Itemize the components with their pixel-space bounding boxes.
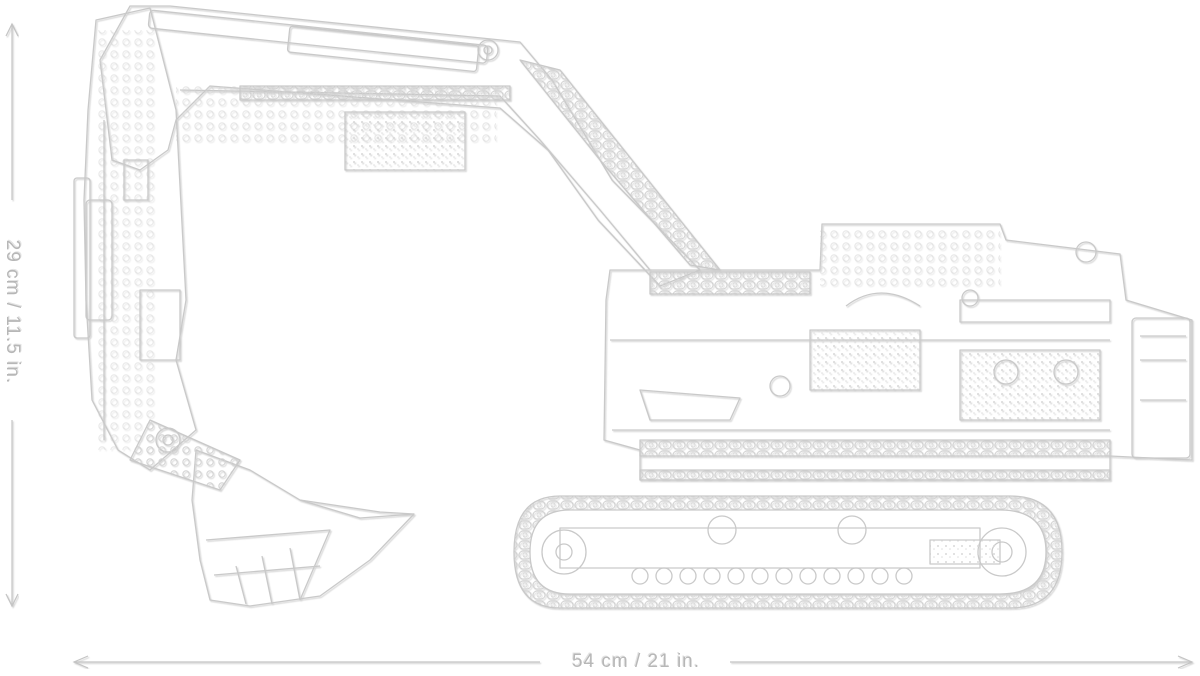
stick-arm [73, 7, 197, 471]
height-dimension-label: 29 cm / 11.5 in. [2, 239, 23, 385]
height-dimension-arrow [5, 22, 19, 608]
width-dimension-arrow [72, 655, 1194, 669]
width-dimension-label: 54 cm / 21 in. [571, 651, 701, 672]
excavator-drawing [73, 5, 1193, 609]
upper-structure [603, 223, 1193, 481]
bucket [129, 419, 415, 607]
crawler-track [513, 495, 1063, 609]
boom-arm [99, 5, 721, 287]
boom-hydraulic-cylinder [147, 9, 499, 73]
